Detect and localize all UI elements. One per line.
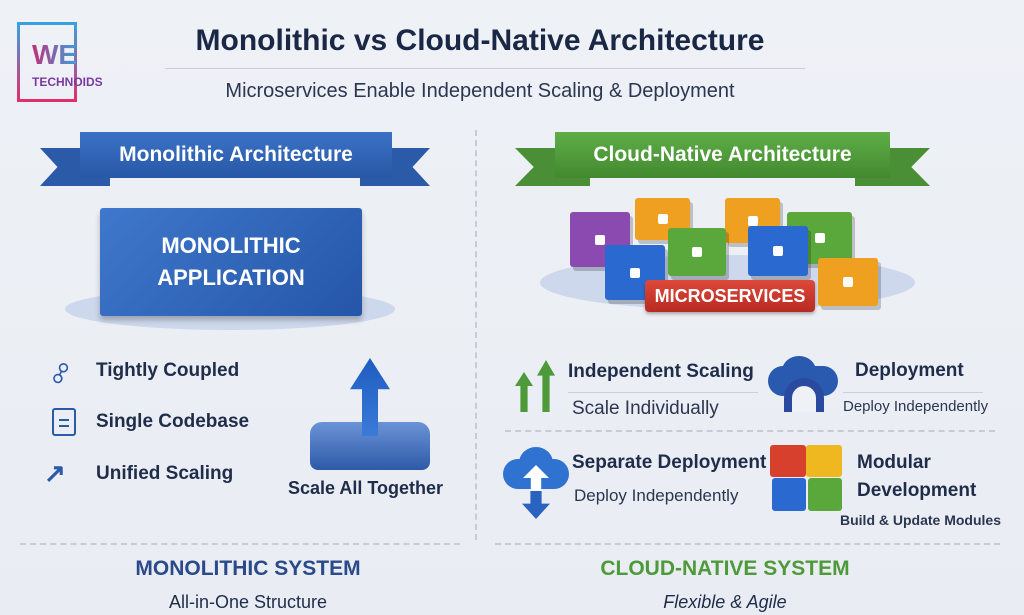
feature-unified-scaling: Unified Scaling	[96, 463, 234, 484]
feature-divider	[568, 392, 758, 393]
microservice-cube	[818, 258, 878, 306]
cloud-native-ribbon: Cloud-Native Architecture	[555, 132, 890, 178]
monolithic-app-box: MONOLITHIC APPLICATION	[100, 208, 362, 316]
deployment-desc: Deploy Independently	[843, 398, 989, 415]
monolithic-system-title: MONOLITHIC SYSTEM	[135, 557, 361, 580]
modular-desc: Build & Update Modules	[840, 512, 1001, 528]
deployment-title: Deployment	[855, 360, 964, 381]
cloud-native-system-sub: Flexible & Agile	[663, 592, 787, 612]
independent-scaling-title: Independent Scaling	[568, 361, 754, 382]
left-footer-divider	[20, 543, 460, 545]
page-subtitle: Microservices Enable Independent Scaling…	[225, 80, 735, 102]
feature-divider	[843, 392, 983, 393]
microservices-label: MICROSERVICES	[645, 280, 815, 312]
monolithic-ribbon: Monolithic Architecture	[80, 132, 392, 178]
link-icon: ☍	[44, 357, 77, 390]
microservice-cube	[748, 226, 808, 276]
modular-title-1: Modular	[857, 452, 931, 473]
right-mid-divider	[505, 430, 995, 432]
right-footer-divider	[495, 543, 1000, 545]
title-divider	[165, 68, 805, 69]
scale-all-together-label: Scale All Together	[288, 478, 444, 498]
page-title: Monolithic vs Cloud-Native Architecture	[195, 24, 765, 57]
scale-arrows-icon	[515, 360, 557, 412]
cloud-upload-icon	[503, 447, 569, 519]
independent-scaling-desc: Scale Individually	[572, 398, 719, 419]
microservice-cube	[668, 228, 726, 276]
app-box-line-2: APPLICATION	[157, 265, 305, 290]
logo: WE TECHNOIDS	[17, 22, 103, 102]
document-icon	[52, 408, 76, 436]
cloud-native-system-title: CLOUD-NATIVE SYSTEM	[600, 557, 850, 580]
logo-we: WE	[32, 39, 78, 70]
cloud-deploy-icon	[768, 356, 840, 412]
separate-deployment-title: Separate Deployment	[572, 452, 767, 473]
logo-technoids: TECHNOIDS	[32, 75, 103, 89]
monolithic-system-sub: All-in-One Structure	[168, 592, 328, 612]
feature-tightly-coupled: Tightly Coupled	[96, 360, 240, 381]
app-box-line-1: MONOLITHIC	[161, 233, 301, 258]
center-divider	[475, 130, 477, 540]
modular-title-2: Development	[857, 480, 977, 501]
puzzle-icon	[770, 445, 846, 511]
trend-up-icon: ↗	[44, 458, 66, 488]
feature-single-codebase: Single Codebase	[96, 411, 250, 432]
separate-deployment-desc: Deploy Independently	[574, 486, 739, 505]
